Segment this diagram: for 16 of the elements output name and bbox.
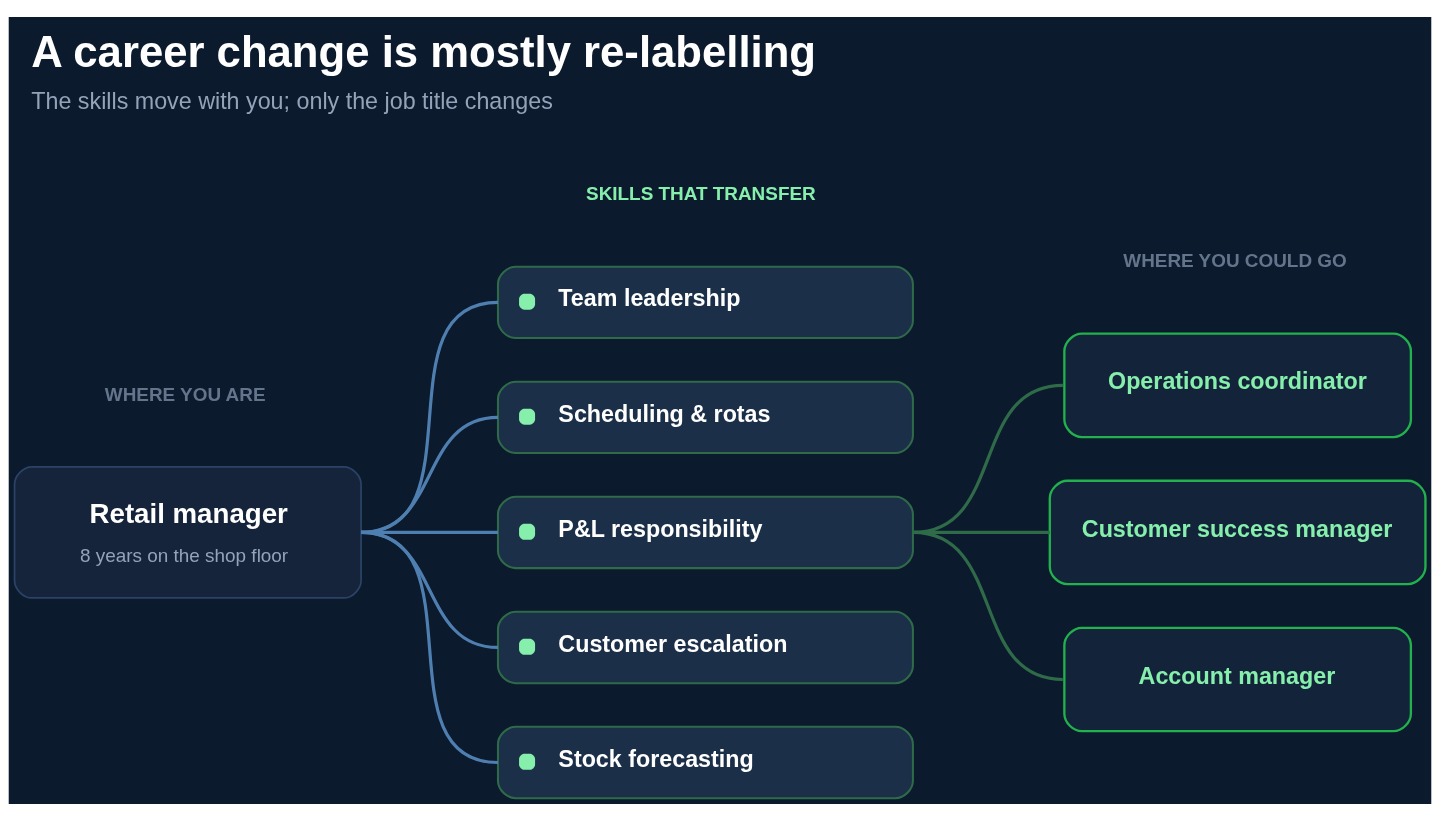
node-box: Stock forecasting [496, 725, 914, 799]
node-box: Scheduling & rotas [496, 380, 914, 454]
node-box: Account manager [1063, 626, 1413, 732]
node-box: Team leadership [496, 265, 914, 339]
node-box: Retail manager 8 years on the shop floor [13, 465, 362, 599]
diagram-title: A career change is mostly re-labelling [31, 26, 817, 76]
label: WHERE YOU COULD GO [1123, 249, 1347, 271]
caption: The skills move with you; only the job title changes [31, 87, 553, 114]
node-box: Customer escalation [496, 610, 914, 684]
node-box: Customer success manager [1048, 479, 1427, 585]
connector [912, 530, 1064, 681]
node-box: Operations coordinator [1063, 332, 1413, 438]
node-box: P&L responsibility [496, 495, 914, 569]
label: WHERE YOU ARE [104, 383, 266, 405]
label: SKILLS THAT TRANSFER [586, 182, 816, 204]
connector [360, 530, 499, 764]
